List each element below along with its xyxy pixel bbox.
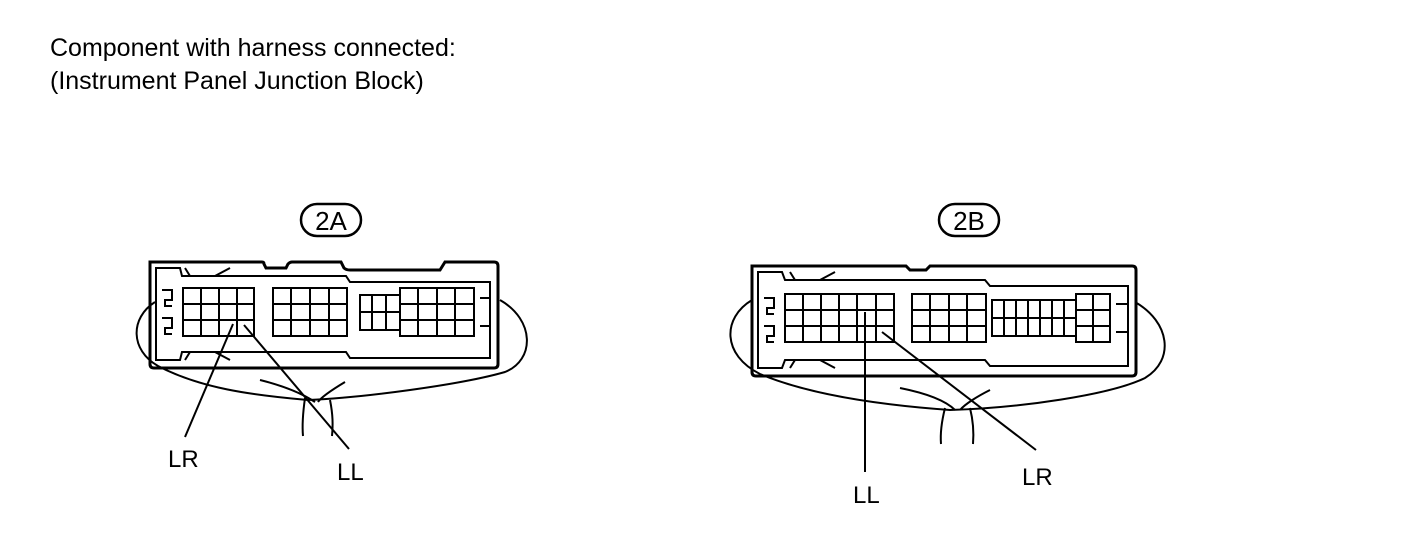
connector-2a-label-ll: LL — [337, 459, 364, 486]
connector-2b-harness — [729, 299, 1166, 445]
connector-2a-tag-text: 2A — [315, 206, 347, 236]
connector-2b-leaders — [864, 312, 1037, 472]
connector-2a-body — [148, 260, 500, 370]
connector-2a: 2A — [135, 202, 528, 486]
connector-2a-tag: 2A — [299, 202, 363, 238]
connector-2b-tag-text: 2B — [953, 206, 985, 236]
connector-2b: 2B — [729, 202, 1166, 509]
connector-2b-label-ll: LL — [853, 482, 880, 509]
connector-2a-leaders — [184, 323, 350, 450]
connector-2b-label-lr: LR — [1022, 464, 1053, 491]
connector-2b-body — [750, 264, 1138, 378]
title-line-1: Component with harness connected: — [50, 34, 456, 62]
connector-2a-harness — [135, 299, 528, 437]
title-line-2: (Instrument Panel Junction Block) — [50, 67, 424, 95]
connector-2a-label-lr: LR — [168, 446, 199, 473]
connector-2b-tag: 2B — [937, 202, 1001, 238]
